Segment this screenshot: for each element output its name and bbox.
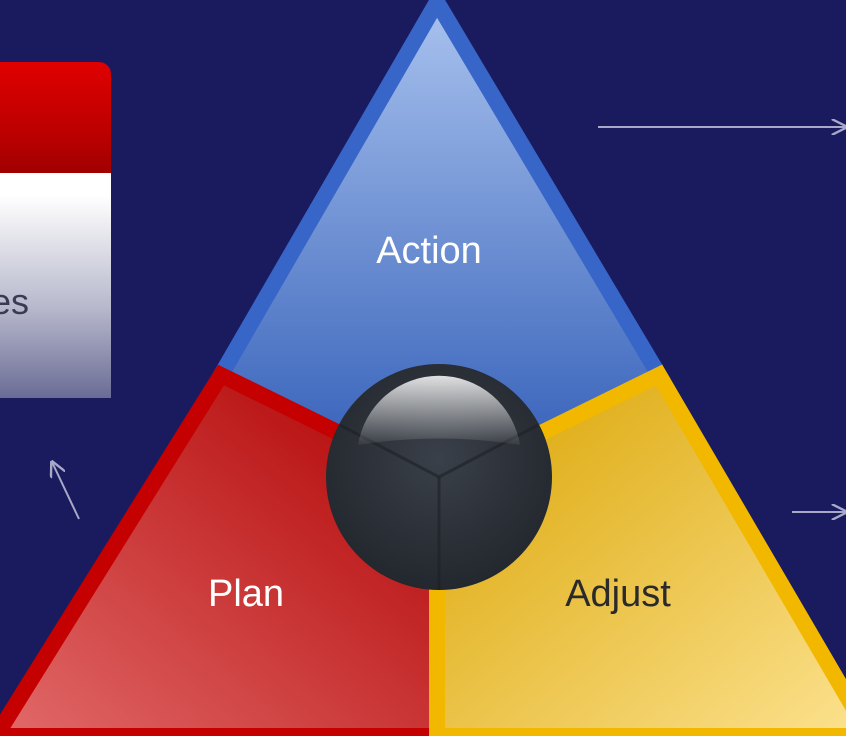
- arrow-left-up: [52, 462, 80, 520]
- label-action: Action: [376, 230, 482, 272]
- left-card-text: es: [0, 281, 29, 322]
- left-card-body: es: [0, 173, 111, 398]
- left-card-header: [0, 62, 111, 173]
- label-adjust: Adjust: [565, 573, 671, 615]
- center-hub: [326, 364, 552, 590]
- left-card: es: [0, 62, 111, 398]
- label-plan: Plan: [208, 573, 284, 615]
